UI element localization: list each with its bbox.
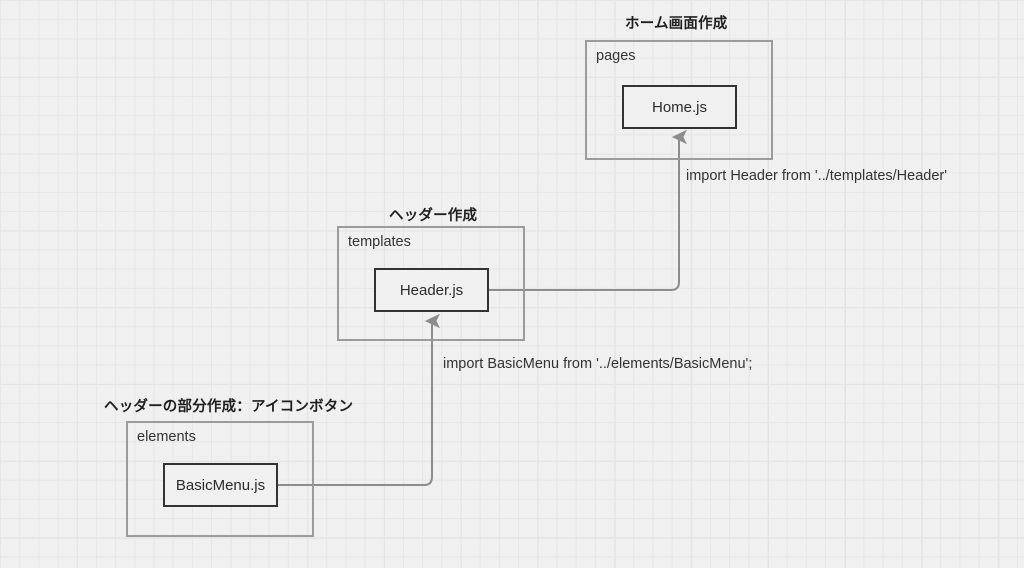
node-basicmenu-js[interactable]: BasicMenu.js (163, 463, 278, 507)
group-label-elements: elements (137, 429, 196, 445)
group-box-pages: pages (585, 40, 773, 160)
group-label-pages: pages (596, 48, 636, 64)
section-title-templates: ヘッダー作成 (389, 208, 478, 224)
node-home-js[interactable]: Home.js (622, 85, 737, 129)
group-box-elements: elements (126, 421, 314, 537)
group-box-templates: templates (337, 226, 525, 341)
edge-label-header-to-home: import Header from '../templates/Header' (686, 168, 947, 184)
node-header-js[interactable]: Header.js (374, 268, 489, 312)
group-label-templates: templates (348, 234, 411, 250)
node-label-home-js: Home.js (651, 98, 707, 116)
section-title-elements: ヘッダーの部分作成：アイコンボタン (104, 399, 354, 415)
section-title-pages: ホーム画面作成 (625, 16, 728, 32)
node-label-header-js: Header.js (399, 281, 464, 299)
edge-label-basicmenu-to-header: import BasicMenu from '../elements/Basic… (443, 356, 753, 372)
node-label-basicmenu-js: BasicMenu.js (175, 476, 266, 494)
